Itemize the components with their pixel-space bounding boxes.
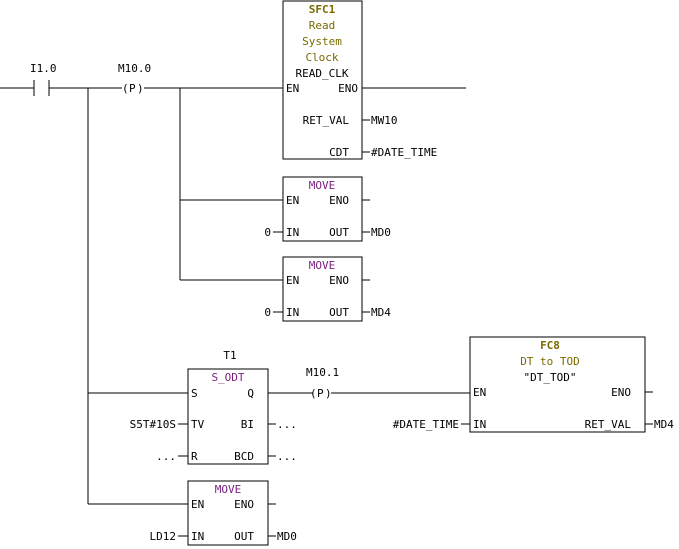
block-title: FC8 [540,339,560,352]
pin-eno: ENO [234,498,254,511]
contact-i1-0[interactable]: I1.0 [30,62,57,96]
block-title: MOVE [309,179,336,192]
pin-bi: BI [241,418,254,431]
pin-out: OUT [234,530,254,543]
pin-s: S [191,387,198,400]
edge-symbol: P [317,387,324,400]
pin-tv: TV [191,418,205,431]
block-comment: DT to TOD [520,355,580,368]
edge-close-paren: ) [137,82,144,95]
pin-en: EN [286,274,299,287]
pin-bcd: BCD [234,450,254,463]
block-name: READ_CLK [296,67,349,80]
block-sfc1[interactable]: SFC1 Read System Clock READ_CLK EN ENO R… [282,0,437,160]
operand-in: 0 [264,306,271,319]
operand-in: #DATE_TIME [393,418,459,431]
edge-open-paren: ( [122,82,129,95]
operand-out: MD0 [277,530,297,543]
pin-eno: ENO [611,386,631,399]
pin-cdt: CDT [329,146,349,159]
pin-r: R [191,450,198,463]
edge-close-paren: ) [325,387,332,400]
edge-address: M10.0 [118,62,151,75]
block-comment-line-3: Clock [305,51,338,64]
block-move-md0[interactable]: MOVE EN ENO IN OUT 0 MD0 [264,176,391,242]
block-title: S_ODT [211,371,244,384]
pin-en: EN [473,386,486,399]
edge-address: M10.1 [306,366,339,379]
block-title: MOVE [309,259,336,272]
pin-en: EN [286,82,299,95]
rung-wires [0,87,470,505]
block-move-md4[interactable]: MOVE EN ENO IN OUT 0 MD4 [264,256,391,322]
operand-in: 0 [264,226,271,239]
pin-en: EN [191,498,204,511]
operand-ret-val: MW10 [371,114,398,127]
pin-q: Q [247,387,254,400]
edge-m10-1[interactable]: M10.1 ( P ) [306,366,339,400]
block-fc8[interactable]: FC8 DT to TOD "DT_TOD" EN ENO IN RET_VAL… [393,336,674,433]
operand-r: ... [156,450,176,463]
timer-address: T1 [223,349,236,362]
operand-out: MD0 [371,226,391,239]
pin-ret-val: RET_VAL [585,418,632,431]
pin-ret-val: RET_VAL [303,114,350,127]
block-move-ld12[interactable]: MOVE EN ENO IN OUT LD12 MD0 [150,480,297,546]
pin-in: IN [473,418,486,431]
block-timer-s-odt[interactable]: T1 S_ODT S Q TV BI R BCD S5T#10S ... ...… [130,349,297,465]
pin-en: EN [286,194,299,207]
operand-in: LD12 [150,530,177,543]
block-name: "DT_TOD" [524,371,577,384]
operand-tv: S5T#10S [130,418,176,431]
edge-open-paren: ( [310,387,317,400]
pin-out: OUT [329,226,349,239]
block-comment-line-2: System [302,35,342,48]
operand-cdt: #DATE_TIME [371,146,437,159]
pin-in: IN [286,226,299,239]
edge-m10-0[interactable]: M10.0 ( P ) [118,62,151,95]
pin-in: IN [191,530,204,543]
operand-bcd: ... [277,450,297,463]
pin-eno: ENO [329,194,349,207]
operand-out: MD4 [371,306,391,319]
pin-out: OUT [329,306,349,319]
contact-address: I1.0 [30,62,57,75]
pin-eno: ENO [338,82,358,95]
operand-bi: ... [277,418,297,431]
operand-ret-val: MD4 [654,418,674,431]
pin-eno: ENO [329,274,349,287]
block-title: SFC1 [309,3,336,16]
block-comment-line-1: Read [309,19,336,32]
pin-in: IN [286,306,299,319]
block-title: MOVE [215,483,242,496]
edge-symbol: P [129,82,136,95]
